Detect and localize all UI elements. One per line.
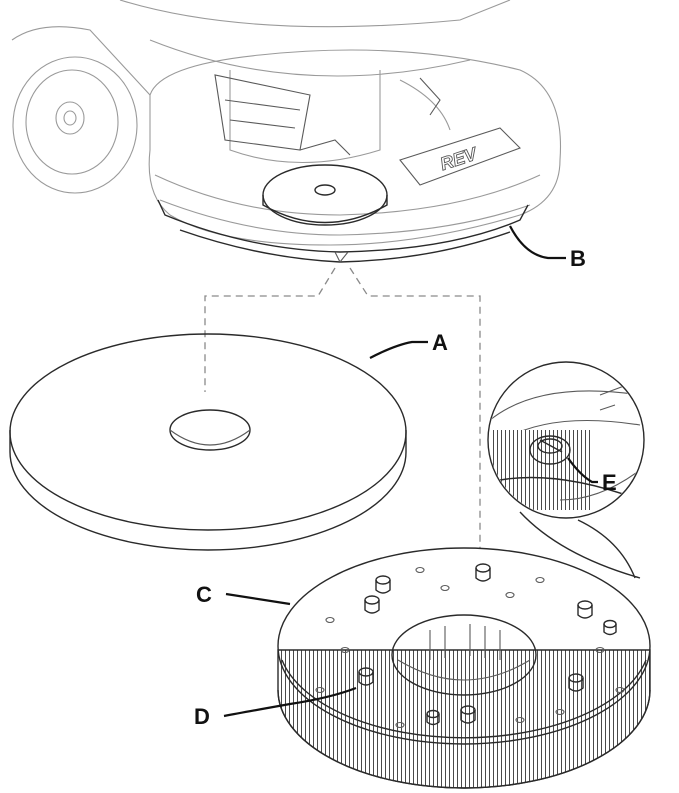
pad-driver bbox=[277, 547, 651, 789]
stud bbox=[568, 673, 584, 692]
callout-c: C bbox=[196, 582, 212, 607]
leader-e bbox=[567, 457, 598, 484]
rev-logo-text: REV bbox=[438, 143, 481, 174]
callout-e: E bbox=[602, 470, 617, 495]
alignment-guides bbox=[204, 267, 481, 548]
callout-b: B bbox=[570, 246, 586, 271]
leader-d bbox=[223, 686, 357, 718]
floor-pad bbox=[9, 333, 407, 551]
stud bbox=[358, 667, 374, 686]
machine-base: REV bbox=[11, 0, 562, 264]
leader-b bbox=[509, 225, 566, 260]
stud bbox=[603, 619, 617, 636]
leader-a bbox=[369, 340, 428, 359]
detail-inset bbox=[487, 361, 645, 579]
stud bbox=[364, 595, 380, 614]
rev-logo-plate: REV bbox=[399, 127, 521, 186]
stud bbox=[460, 705, 476, 724]
mount-holes bbox=[315, 566, 625, 729]
stud bbox=[577, 600, 593, 619]
leader-c bbox=[225, 592, 291, 606]
stud bbox=[375, 575, 391, 594]
callout-d: D bbox=[194, 704, 210, 729]
stud bbox=[426, 709, 440, 726]
stud bbox=[475, 563, 491, 582]
leader-lines bbox=[223, 225, 598, 718]
rear-wheel bbox=[11, 26, 151, 194]
pad-driver-studs bbox=[315, 563, 625, 729]
callout-a: A bbox=[432, 330, 448, 355]
